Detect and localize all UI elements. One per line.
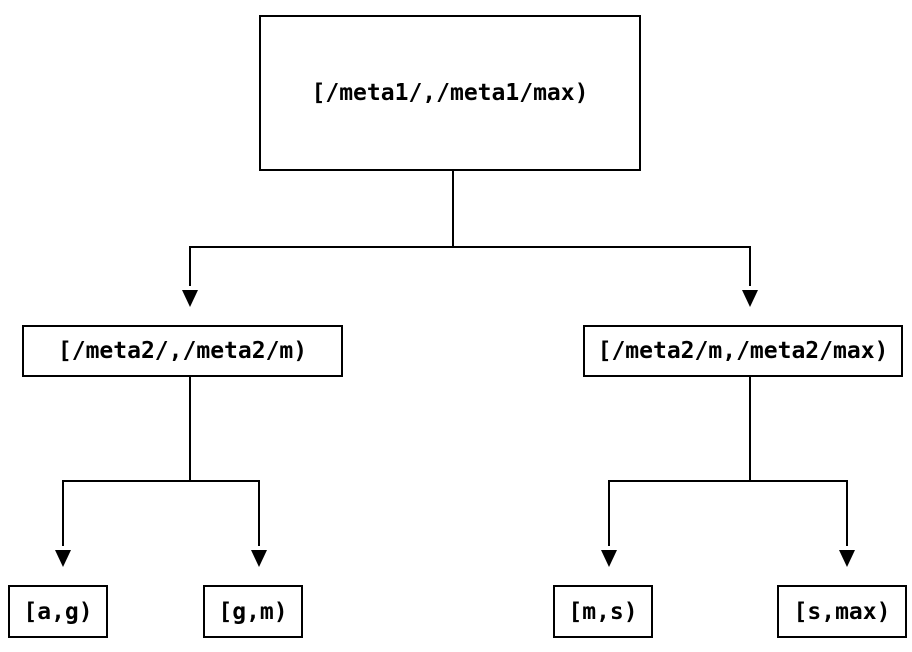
node-leaf-range-gm: [g,m) (203, 585, 303, 638)
arrow-down-icon (742, 290, 758, 307)
arrow-down-icon (182, 290, 198, 307)
node-leaf-range-ms: [m,s) (553, 585, 653, 638)
node-leaf-range-smax: [s,max) (777, 585, 907, 638)
arrow-down-icon (601, 550, 617, 567)
arrow-down-icon (251, 550, 267, 567)
arrow-down-icon (839, 550, 855, 567)
node-left-child-range: [/meta2/,/meta2/m) (22, 325, 343, 377)
node-leaf-range-ag: [a,g) (8, 585, 108, 638)
arrow-down-icon (55, 550, 71, 567)
node-right-child-range: [/meta2/m,/meta2/max) (583, 325, 903, 377)
node-root-range: [/meta1/,/meta1/max) (259, 15, 641, 171)
